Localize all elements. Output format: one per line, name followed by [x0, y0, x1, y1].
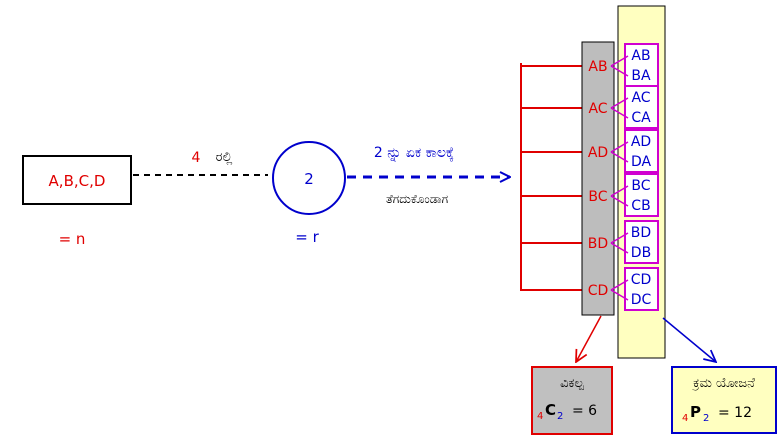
permutation-label: DB	[631, 245, 651, 261]
selector-value: 2	[304, 170, 314, 188]
bracket-branches	[521, 65, 587, 291]
combination-value: = 6	[572, 403, 597, 419]
permutation-link-upper	[610, 279, 629, 291]
permutation-box	[624, 220, 659, 264]
r-label: = r	[295, 228, 319, 246]
combination-label: AD	[588, 145, 608, 161]
permutation-label: AC	[631, 90, 650, 106]
permutation-label: BD	[631, 225, 651, 241]
permutation-label: BA	[631, 68, 651, 84]
permutation-link-lower	[610, 289, 629, 301]
permutation-label: CD	[631, 272, 652, 288]
permutation-n: 4	[682, 413, 688, 424]
permutation-label: CB	[631, 198, 650, 214]
permutation-pair: BC CB	[610, 173, 659, 217]
permutation-symbol: P	[690, 403, 701, 421]
combination-symbol: C	[545, 401, 556, 419]
permutation-label: DA	[631, 154, 652, 170]
combination-labels: AB AC AD BC BD CD	[588, 59, 609, 299]
permutation-pair: CD DC	[610, 267, 659, 311]
permutation-box	[624, 173, 659, 217]
permutation-link-lower	[610, 195, 629, 207]
combination-label: BC	[588, 189, 607, 205]
permutation-box	[624, 129, 659, 173]
permutation-link-lower	[610, 242, 629, 254]
permutation-title: ಕ್ರಮ ಯೋಜನೆ	[691, 376, 755, 391]
permutation-box	[624, 85, 659, 129]
combination-title: ವಿಕಲ್ಪ	[560, 376, 584, 391]
n-label: = n	[59, 230, 86, 248]
permutation-link-upper	[610, 232, 629, 244]
combination-label: BD	[588, 236, 608, 252]
permutation-link-lower	[610, 151, 629, 163]
count-suffix: ರಲ್ಲಿ	[216, 150, 233, 165]
count-label: 4	[192, 150, 201, 166]
permutation-label: AD	[631, 134, 651, 150]
combination-result-box	[531, 366, 613, 435]
permutation-groups: AB BA AC CA AD DA BC CB BD DB CD DC	[610, 43, 659, 311]
combination-label: AB	[588, 59, 607, 75]
permutation-link-upper	[610, 185, 629, 197]
permutation-pair: AD DA	[610, 129, 659, 173]
permutation-box	[624, 267, 659, 311]
permutation-result-box	[671, 366, 777, 434]
permutation-r: 2	[703, 413, 709, 424]
permutation-value: = 12	[718, 405, 752, 421]
set-label: A,B,C,D	[49, 172, 106, 190]
permutation-label: DC	[631, 292, 652, 308]
selector-circle	[272, 141, 346, 215]
set-box	[22, 155, 132, 205]
permutation-pair: BD DB	[610, 220, 659, 264]
permutation-label: BC	[631, 178, 650, 194]
permutation-link-upper	[610, 97, 629, 109]
select-caption-2: ತೆಗದುಕೊಂಡಾಗ	[386, 192, 448, 206]
combination-r: 2	[557, 411, 563, 422]
permutation-label: AB	[631, 48, 650, 64]
combination-label: AC	[588, 101, 607, 117]
combination-result-arrow	[576, 315, 602, 362]
combination-n: 4	[537, 411, 543, 422]
permutation-link-upper	[610, 141, 629, 153]
permutation-result-arrow	[662, 317, 716, 362]
permutation-link-lower	[610, 65, 629, 77]
permutation-link-lower	[610, 107, 629, 119]
combination-label: CD	[588, 283, 609, 299]
permutation-pair: AC CA	[610, 85, 659, 129]
select-caption-1: 2 ನ್ನು ಏಕ ಕಾಲಕ್ಕೆ	[374, 145, 454, 161]
permutation-label: CA	[631, 110, 651, 126]
permutation-link-upper	[610, 55, 629, 67]
permutation-pair: AB BA	[610, 43, 659, 87]
combinations-column	[581, 41, 615, 316]
permutation-box	[624, 43, 659, 87]
